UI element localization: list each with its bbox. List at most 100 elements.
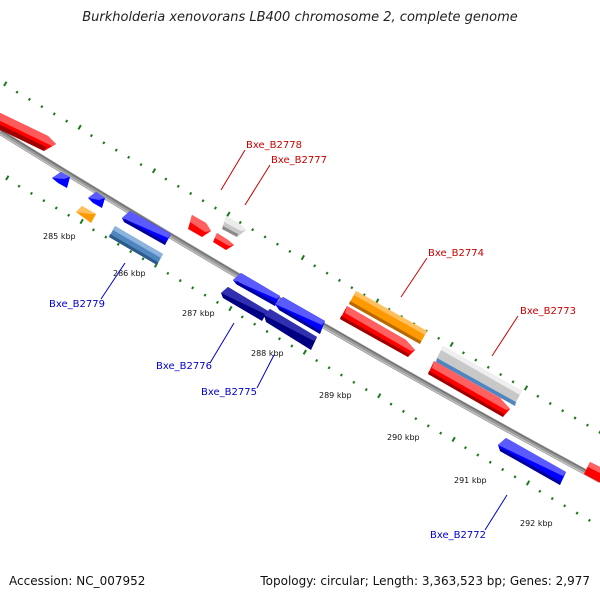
gene-feature-red-3[interactable] [213,233,234,250]
gene-label-bxe-b2776[interactable]: Bxe_B2776 [156,361,212,372]
minor-tick [585,423,589,427]
major-tick [300,254,305,261]
minor-tick [389,402,393,406]
minor-tick [290,344,294,348]
minor-tick [67,213,71,217]
map-title: Burkholderia xenovorans LB400 chromosome… [82,10,518,25]
major-tick [79,218,84,225]
minor-tick [54,206,58,210]
gene-label-bxe-b2777[interactable]: Bxe_B2777 [271,155,327,166]
minor-tick [176,184,180,188]
minor-tick [550,496,554,501]
tick-label-286: 286 kbp [113,269,146,278]
major-tick [451,436,456,443]
gene-feature-blue-3[interactable] [122,211,171,245]
major-tick [226,211,231,217]
minor-tick [27,97,31,102]
minor-tick [414,417,418,421]
major-tick [228,305,233,312]
minor-tick [474,358,478,362]
gene-feature-orange-2[interactable] [76,206,96,223]
minor-tick [263,235,267,239]
minor-tick [476,453,480,457]
major-tick [525,480,531,486]
minor-tick [277,337,281,341]
minor-tick [178,278,182,283]
major-tick [377,393,382,399]
gene-feature-blue-4[interactable] [233,273,280,306]
major-tick [77,124,82,130]
minor-tick [116,242,120,246]
gene-label-bxe-b2773[interactable]: Bxe_B2773 [520,306,576,317]
gene-label-bxe-b2778[interactable]: Bxe_B2778 [246,140,302,151]
gene-feature-blue-5[interactable] [275,297,325,334]
minor-tick [201,199,205,203]
minor-tick [129,249,133,254]
minor-tick [486,365,490,369]
minor-tick [563,504,567,508]
minor-tick [437,336,441,340]
minor-tick [511,380,515,384]
minor-tick [215,300,219,305]
minor-tick [463,446,467,450]
accession-text: Accession: NC_007952 [9,574,146,588]
gene-feature-navy-1[interactable] [221,287,268,321]
gene-feature-gray-1[interactable] [222,216,246,237]
gene-feature-navy-2[interactable] [264,309,317,350]
minor-tick [275,242,279,246]
gene-feature-orange-1[interactable] [349,291,427,344]
gene-label-bxe-b2774[interactable]: Bxe_B2774 [428,248,484,259]
minor-tick [52,112,56,116]
gene-feature-red-6[interactable] [584,462,600,486]
gene-feature-blue-1[interactable] [52,172,70,188]
major-tick [302,349,307,355]
minor-tick [29,191,33,196]
tick-label-292: 292 kbp [520,519,553,528]
gene-feature-red-5[interactable] [428,361,510,417]
minor-tick [499,372,503,377]
minor-tick [352,380,356,384]
major-tick [523,385,529,391]
minor-tick [191,286,195,290]
gene-feature-red-4[interactable] [340,306,415,357]
minor-tick [253,322,257,326]
gene-feature-red-1[interactable] [0,108,56,151]
minor-tick [339,373,343,377]
major-tick [5,175,10,181]
gene-feature-steelblue-2[interactable] [436,358,516,406]
gene-label-bxe-b2779[interactable]: Bxe_B2779 [49,299,105,310]
minor-tick [364,387,368,392]
gene-label-bxe-b2772[interactable]: Bxe_B2772 [430,530,486,541]
minor-tick [350,286,354,290]
topology-text: Topology: circular; Length: 3,363,523 bp… [260,574,590,588]
minor-tick [189,191,193,196]
outer-tick-ring [3,81,600,434]
minor-tick [213,206,217,210]
gene-feature-red-2[interactable] [188,215,211,237]
minor-tick [325,271,329,275]
minor-tick [587,518,591,522]
gene-feature-steelblue-1[interactable] [109,226,163,265]
tick-label-287: 287 kbp [182,309,215,318]
minor-tick [513,475,517,479]
minor-tick [488,460,492,464]
minor-tick [461,351,465,355]
minor-tick [15,90,19,94]
minor-tick [166,271,170,275]
minor-tick [139,162,143,167]
minor-tick [141,257,145,261]
gene-feature-blue-6[interactable] [498,438,566,485]
major-tick [449,341,454,348]
gene-label-bxe-b2775[interactable]: Bxe_B2775 [201,387,257,398]
minor-tick [536,394,540,398]
minor-tick [313,264,317,268]
major-tick [3,81,8,87]
major-tick [151,168,157,174]
minor-tick [114,148,118,152]
minor-tick [501,467,505,472]
minor-tick [42,199,46,203]
minor-tick [327,366,331,370]
gene-feature-blue-2[interactable] [88,192,105,208]
gene-feature-gray-2[interactable] [437,346,522,402]
